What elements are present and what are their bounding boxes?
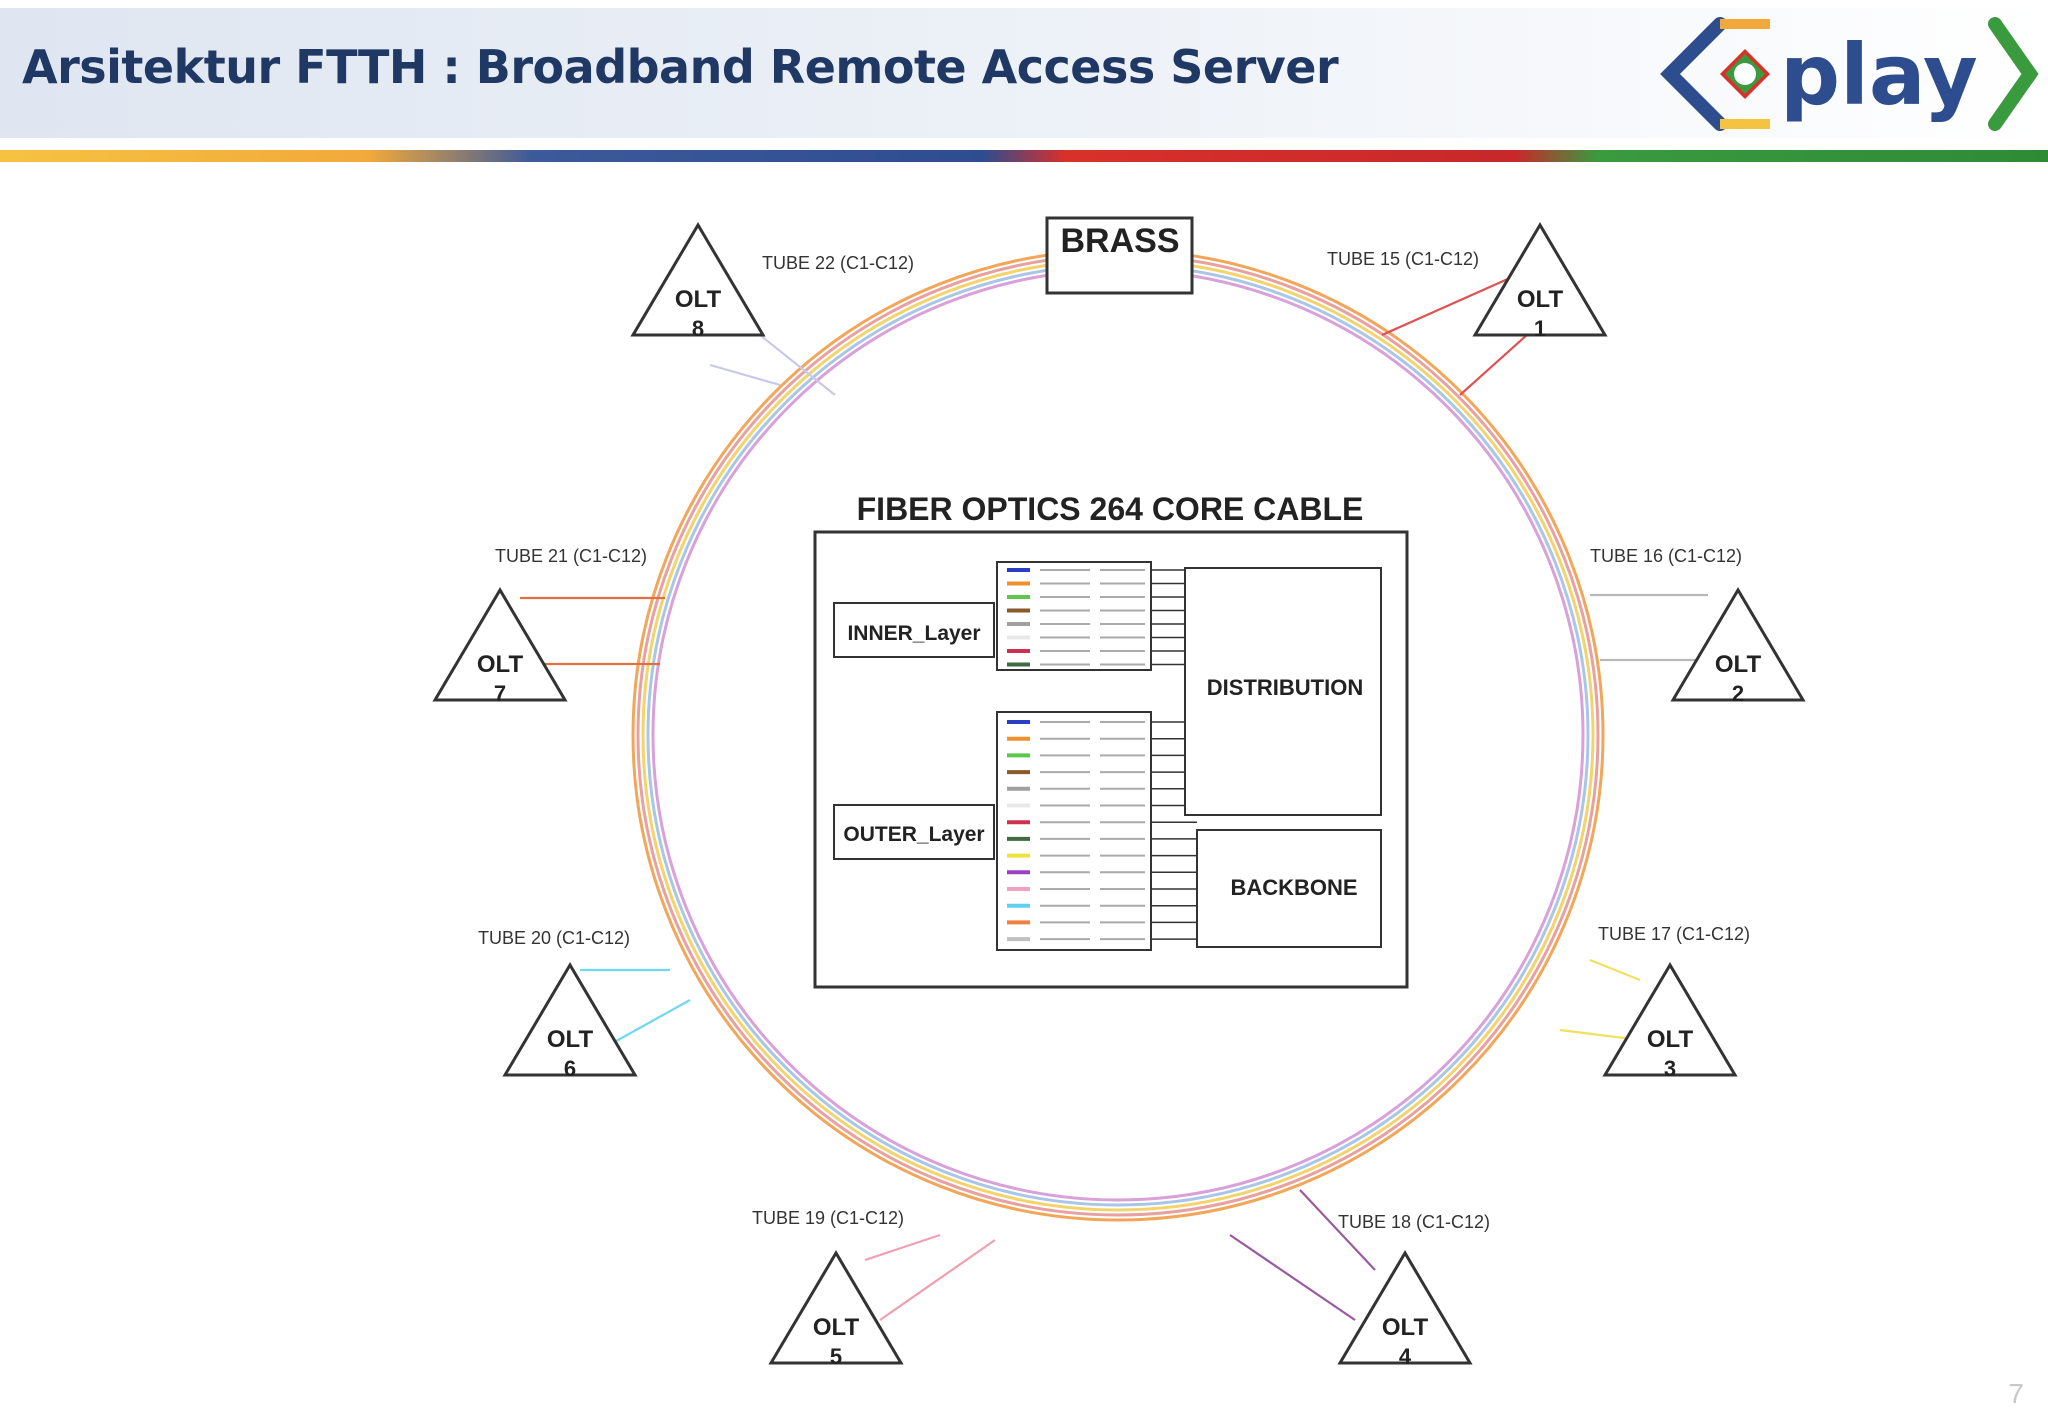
tube-label: TUBE 21 (C1-C12)	[495, 546, 647, 566]
olt-word: OLT	[477, 651, 524, 678]
olt-node-4: OLT 4 TUBE 18 (C1-C12)	[1337, 1212, 1490, 1369]
outer-layer-box: OUTER_Layer	[833, 804, 995, 860]
olt-word: OLT	[813, 1314, 860, 1341]
olt-word: OLT	[675, 286, 722, 313]
fiber-rows	[1007, 568, 1197, 942]
distribution-label: DISTRIBUTION	[1207, 675, 1363, 700]
olt-number: 3	[1664, 1056, 1676, 1081]
logo-right-chevron-icon	[1988, 17, 2039, 131]
tube-label: TUBE 16 (C1-C12)	[1590, 546, 1742, 566]
olt-number: 1	[1534, 316, 1546, 341]
olt-link	[1459, 324, 1539, 396]
olt-node-6: OLT 6 TUBE 20 (C1-C12)	[478, 928, 638, 1081]
olt-triangle	[1670, 587, 1806, 702]
olt-number: 7	[494, 681, 506, 706]
olt-triangle	[1472, 222, 1608, 337]
olt-node-8: OLT 8 TUBE 22 (C1-C12)	[630, 222, 914, 341]
olt-word: OLT	[1647, 1026, 1694, 1053]
olt-number: 6	[564, 1056, 576, 1081]
olt-triangle	[630, 222, 766, 337]
inner-layer-box: INNER_Layer	[833, 602, 995, 658]
olt-link	[709, 363, 781, 387]
slide-title: Arsitektur FTTH : Broadband Remote Acces…	[22, 40, 1339, 94]
outer-layer-label: OUTER_Layer	[843, 823, 984, 846]
logo-left-chevron-icon	[1660, 17, 1727, 131]
olt-link	[1589, 958, 1641, 982]
olt-node-5: OLT 5 TUBE 19 (C1-C12)	[752, 1208, 904, 1369]
olt-number: 5	[830, 1344, 842, 1369]
play-logo: play	[1660, 17, 2039, 131]
olt-word: OLT	[1715, 651, 1762, 678]
olt-triangle	[432, 587, 568, 702]
olt-link	[879, 1239, 996, 1321]
page-number: 7	[2008, 1378, 2024, 1409]
olt-triangle	[1337, 1250, 1473, 1365]
outer-fiber-table	[996, 711, 1152, 951]
cable-title: FIBER OPTICS 264 CORE CABLE	[857, 491, 1364, 527]
tube-label: TUBE 19 (C1-C12)	[752, 1208, 904, 1228]
olt-link	[864, 1233, 941, 1262]
tube-label: TUBE 22 (C1-C12)	[762, 253, 914, 273]
backbone-box: BACKBONE	[1196, 829, 1382, 948]
olt-node-7: OLT 7 TUBE 21 (C1-C12)	[432, 546, 647, 706]
olt-node-3: OLT 3 TUBE 17 (C1-C12)	[1598, 924, 1750, 1081]
tube-label: TUBE 20 (C1-C12)	[478, 928, 630, 948]
tube-label: TUBE 15 (C1-C12)	[1327, 249, 1479, 269]
olt-number: 4	[1399, 1344, 1412, 1369]
logo-text: play	[1780, 26, 1978, 124]
olt-triangle	[502, 962, 638, 1077]
inner-layer-label: INNER_Layer	[847, 622, 980, 645]
logo-diamond-icon	[1720, 49, 1770, 99]
olt-number: 2	[1732, 681, 1744, 706]
inner-fiber-table	[996, 561, 1152, 671]
olt-link	[1229, 1234, 1356, 1321]
olt-word: OLT	[547, 1026, 594, 1053]
olt-number: 8	[692, 316, 704, 341]
olt-word: OLT	[1517, 286, 1564, 313]
olt-node-1: OLT 1 TUBE 15 (C1-C12)	[1327, 222, 1608, 341]
color-stripe	[0, 150, 2048, 162]
olt-link	[1381, 276, 1511, 337]
backbone-label: BACKBONE	[1230, 875, 1357, 900]
olt-triangle	[1602, 962, 1738, 1077]
olt-triangle	[768, 1250, 904, 1365]
ftth-diagram: BRASS FIBER OPTICS 264 CORE CABLE INNER_…	[432, 216, 1806, 1369]
olt-word: OLT	[1382, 1314, 1429, 1341]
distribution-box: DISTRIBUTION	[1184, 567, 1382, 816]
brass-label: BRASS	[1060, 222, 1179, 260]
olt-nodes: OLT 1 TUBE 15 (C1-C12) OLT 2 TUBE 16 (C1-C12)…	[432, 222, 1806, 1369]
tube-label: TUBE 18 (C1-C12)	[1338, 1212, 1490, 1232]
tube-label: TUBE 17 (C1-C12)	[1598, 924, 1750, 944]
olt-link	[1299, 1189, 1376, 1271]
brass-node: BRASS	[1045, 216, 1194, 295]
olt-node-2: OLT 2 TUBE 16 (C1-C12)	[1590, 546, 1806, 706]
